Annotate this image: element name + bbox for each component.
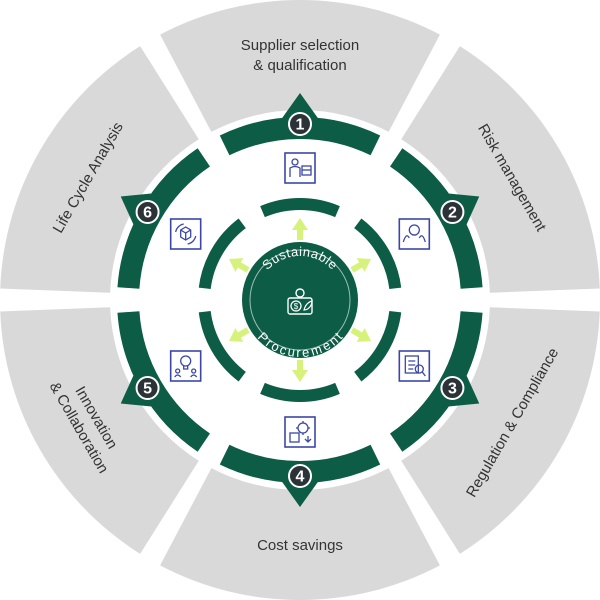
risk-hands-icon bbox=[398, 218, 431, 250]
badge-number: 6 bbox=[143, 205, 152, 222]
badge-number: 4 bbox=[296, 469, 305, 486]
center-arrow-4 bbox=[292, 360, 308, 382]
money-leaf-icon: $ bbox=[287, 288, 313, 315]
svg-text:$: $ bbox=[294, 302, 299, 311]
outer-sector-1 bbox=[160, 0, 440, 132]
center-hub: Sustainable Procurement $ bbox=[242, 242, 358, 360]
segment-label-line: Supplier selection bbox=[241, 37, 359, 54]
inner-green-arc-3 bbox=[354, 310, 402, 382]
badge-number: 2 bbox=[448, 205, 457, 222]
badge-number: 3 bbox=[448, 381, 457, 398]
outer-sector-2 bbox=[401, 46, 600, 293]
inner-green-arc-1 bbox=[260, 198, 340, 218]
outer-sector-3 bbox=[401, 307, 600, 554]
supplier-icon bbox=[284, 152, 316, 184]
cost-savings-icon bbox=[284, 416, 316, 448]
life-cycle-box-icon bbox=[169, 218, 202, 250]
outer-sector-4 bbox=[160, 468, 440, 600]
center-arrow-1 bbox=[292, 218, 308, 240]
number-badge-5: 5 bbox=[135, 376, 160, 400]
segment-label-line: & qualification bbox=[253, 57, 346, 74]
center-arrow-5 bbox=[228, 327, 250, 342]
number-badge-4: 4 bbox=[288, 464, 312, 488]
center-inner-ring bbox=[249, 249, 351, 351]
badge-number: 1 bbox=[296, 117, 305, 134]
number-badge-2: 2 bbox=[440, 200, 465, 224]
badge-number: 5 bbox=[143, 381, 152, 398]
number-badge-1: 1 bbox=[288, 112, 312, 136]
segment-label-4: Cost savings bbox=[257, 537, 343, 554]
center-arrows bbox=[228, 218, 372, 382]
number-badge-3: 3 bbox=[440, 376, 465, 400]
center-arrow-2 bbox=[350, 258, 372, 273]
inner-green-arc-2 bbox=[354, 218, 402, 290]
inner-green-arc-4 bbox=[260, 382, 340, 402]
center-arrow-6 bbox=[228, 258, 250, 273]
outer-sector-6 bbox=[0, 46, 199, 293]
ring-arrow-4 bbox=[278, 476, 322, 507]
center-arrow-3 bbox=[350, 327, 372, 342]
segment-label-1: Supplier selection & qualification bbox=[241, 37, 359, 74]
inner-green-arc-6 bbox=[198, 218, 246, 290]
inner-green-arc-5 bbox=[198, 310, 246, 382]
compliance-document-icon bbox=[398, 350, 431, 382]
number-badges: 1 2 3 4 5 6 bbox=[135, 112, 465, 488]
segment-label-line: Cost savings bbox=[257, 537, 343, 554]
number-badge-6: 6 bbox=[135, 200, 160, 224]
outer-sector-5 bbox=[0, 307, 199, 554]
segment-icons bbox=[169, 152, 431, 448]
ring-arrow-1 bbox=[278, 93, 322, 124]
innovation-bulb-icon bbox=[169, 350, 202, 382]
center-circle bbox=[242, 242, 358, 358]
